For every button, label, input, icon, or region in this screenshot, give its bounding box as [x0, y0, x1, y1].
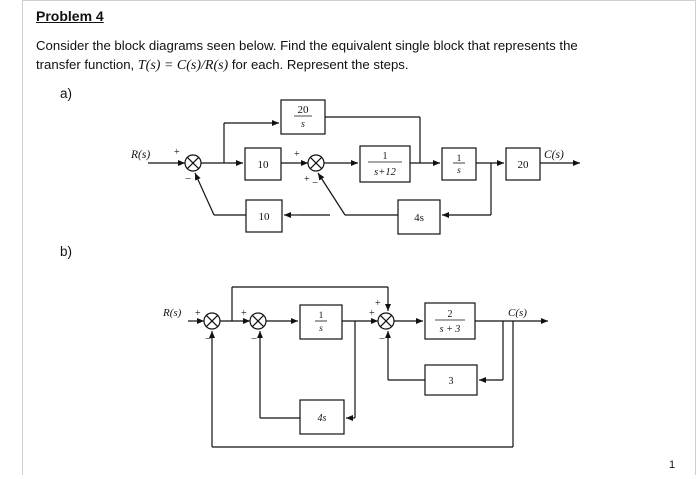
- diagram-b: [188, 286, 548, 448]
- a-tf-denominator: s+12: [374, 167, 396, 178]
- a-sign-s2-top: +: [304, 174, 310, 185]
- b-sign-s1-fb: −: [205, 333, 211, 345]
- b-output-label: C(s): [508, 307, 527, 319]
- a-sign-s2-bot: −: [312, 177, 318, 189]
- a-block-4s: [397, 199, 441, 235]
- a-block-gain-10-top: [244, 147, 282, 181]
- a-int-numerator: 1: [457, 154, 462, 164]
- a-tf-numerator: 1: [383, 151, 388, 162]
- page-frame: [22, 0, 696, 475]
- problem-title: Problem 4: [36, 8, 104, 24]
- a-top-block-numerator: 20: [298, 104, 310, 116]
- a-sign-s1-in: +: [174, 147, 180, 158]
- part-b-label: b): [60, 244, 73, 259]
- b-fb3-label: 3: [449, 376, 454, 387]
- transfer-function-expr: T(s) = C(s)/R(s): [137, 58, 229, 73]
- b-summing-junction-3: [377, 312, 395, 330]
- b-summing-junction-2: [249, 312, 267, 330]
- b-sign-s1-in: +: [195, 308, 201, 319]
- b-sign-s3-top: +: [375, 298, 381, 309]
- b-input-label: R(s): [162, 307, 182, 319]
- a-block-20: [505, 147, 541, 181]
- a-summing-junction-1: [184, 154, 202, 172]
- b-int-numerator: 1: [319, 311, 324, 321]
- a-block-1-over-s-plus-12: [359, 145, 411, 183]
- b-summing-junction-1: [203, 312, 221, 330]
- a-summing-junction-2: [307, 154, 325, 172]
- statement-line-1: Consider the block diagrams seen below. …: [36, 38, 578, 53]
- b-block-1-over-s: [299, 304, 343, 340]
- a-out-block-label: 20: [518, 159, 530, 171]
- problem-statement: Consider the block diagrams seen below. …: [36, 36, 684, 75]
- b-tf-numerator: 2: [448, 309, 453, 320]
- a-sign-s2-in: +: [294, 149, 300, 160]
- a-sign-s1-fb: −: [185, 173, 191, 185]
- b-tf-denominator: s + 3: [440, 324, 461, 335]
- statement-line-2: transfer function, T(s) = C(s)/R(s) for …: [36, 55, 684, 75]
- b-sign-s2-fb: −: [251, 333, 257, 345]
- a-block-1-over-s: [441, 147, 477, 181]
- b-sign-s3-in: +: [369, 308, 375, 319]
- a-top-block-denominator: s: [301, 119, 305, 130]
- a-input-label: R(s): [130, 149, 150, 161]
- diagram-a: [148, 99, 580, 235]
- b-fb4s-label: 4s: [318, 413, 327, 424]
- a-output-label: C(s): [544, 149, 564, 161]
- a-int-denominator: s: [457, 166, 461, 176]
- part-a-label: a): [60, 86, 73, 101]
- page-number: 1: [669, 459, 676, 471]
- a-block-gain-10-bottom: [245, 199, 283, 233]
- b-sign-s2-in: +: [241, 308, 247, 319]
- a-fb-block-label: 4s: [414, 212, 424, 224]
- b-sign-s3-fb: −: [379, 333, 385, 345]
- a-gain1-label: 10: [258, 159, 270, 171]
- a-gain2-label: 10: [259, 211, 271, 223]
- statement-line-2-post: for each. Represent the steps.: [228, 57, 409, 72]
- b-int-denominator: s: [319, 324, 323, 334]
- statement-line-2-pre: transfer function,: [36, 57, 138, 72]
- b-block-4s: [299, 399, 345, 435]
